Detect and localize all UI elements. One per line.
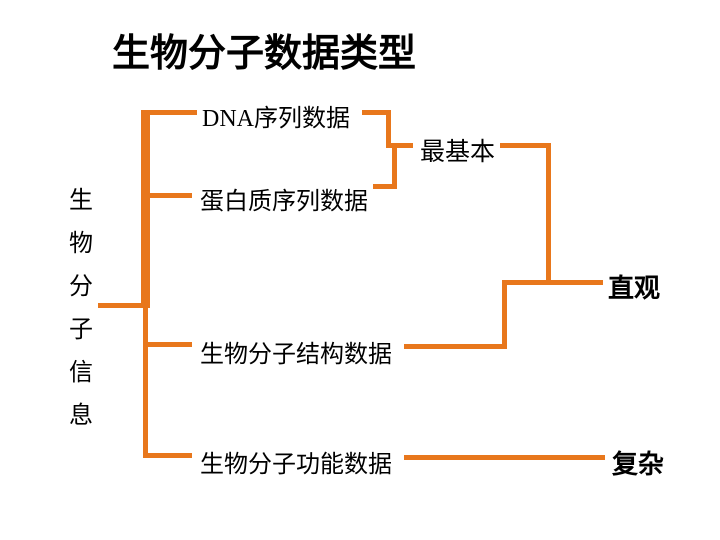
connector-most-basic-right-v — [546, 143, 551, 285]
connector-root-input — [98, 303, 144, 308]
connector-junction-v — [392, 146, 397, 189]
connector-trunk-lower — [143, 308, 148, 458]
annotation-most-basic: 最基本 — [420, 139, 496, 166]
connector-structure-right-h — [404, 344, 505, 349]
connector-branch-structure — [148, 342, 192, 347]
connector-to-intuitive — [502, 280, 603, 285]
page-title: 生物分子数据类型 — [112, 33, 417, 75]
connector-branch-protein — [148, 193, 192, 198]
root-label-char: 分 — [69, 274, 93, 300]
annotation-intuitive: 直观 — [608, 274, 661, 303]
connector-branch-function — [143, 453, 192, 458]
node-structure: 生物分子结构数据 — [200, 342, 392, 368]
node-protein-sequence: 蛋白质序列数据 — [200, 189, 368, 215]
root-node-label: 生 物 分 子 信 息 — [66, 188, 96, 446]
connector-to-complex — [404, 455, 605, 460]
connector-trunk-upper — [141, 110, 150, 308]
connector-branch-dna — [145, 110, 197, 115]
annotation-complex: 复杂 — [612, 450, 665, 479]
connector-protein-right-h — [373, 184, 395, 189]
root-label-char: 物 — [69, 231, 93, 257]
root-label-char: 息 — [69, 403, 93, 429]
connector-dna-right-h — [362, 110, 388, 115]
root-label-char: 信 — [69, 360, 93, 386]
root-label-char: 子 — [69, 317, 93, 343]
connector-dna-right-v — [386, 110, 391, 148]
connector-mid-v — [502, 280, 507, 349]
node-function: 生物分子功能数据 — [200, 452, 392, 478]
connector-to-most-basic — [388, 143, 413, 148]
connector-most-basic-right-h — [500, 143, 548, 148]
node-dna-sequence: DNA序列数据 — [202, 106, 350, 132]
root-label-char: 生 — [69, 188, 93, 214]
